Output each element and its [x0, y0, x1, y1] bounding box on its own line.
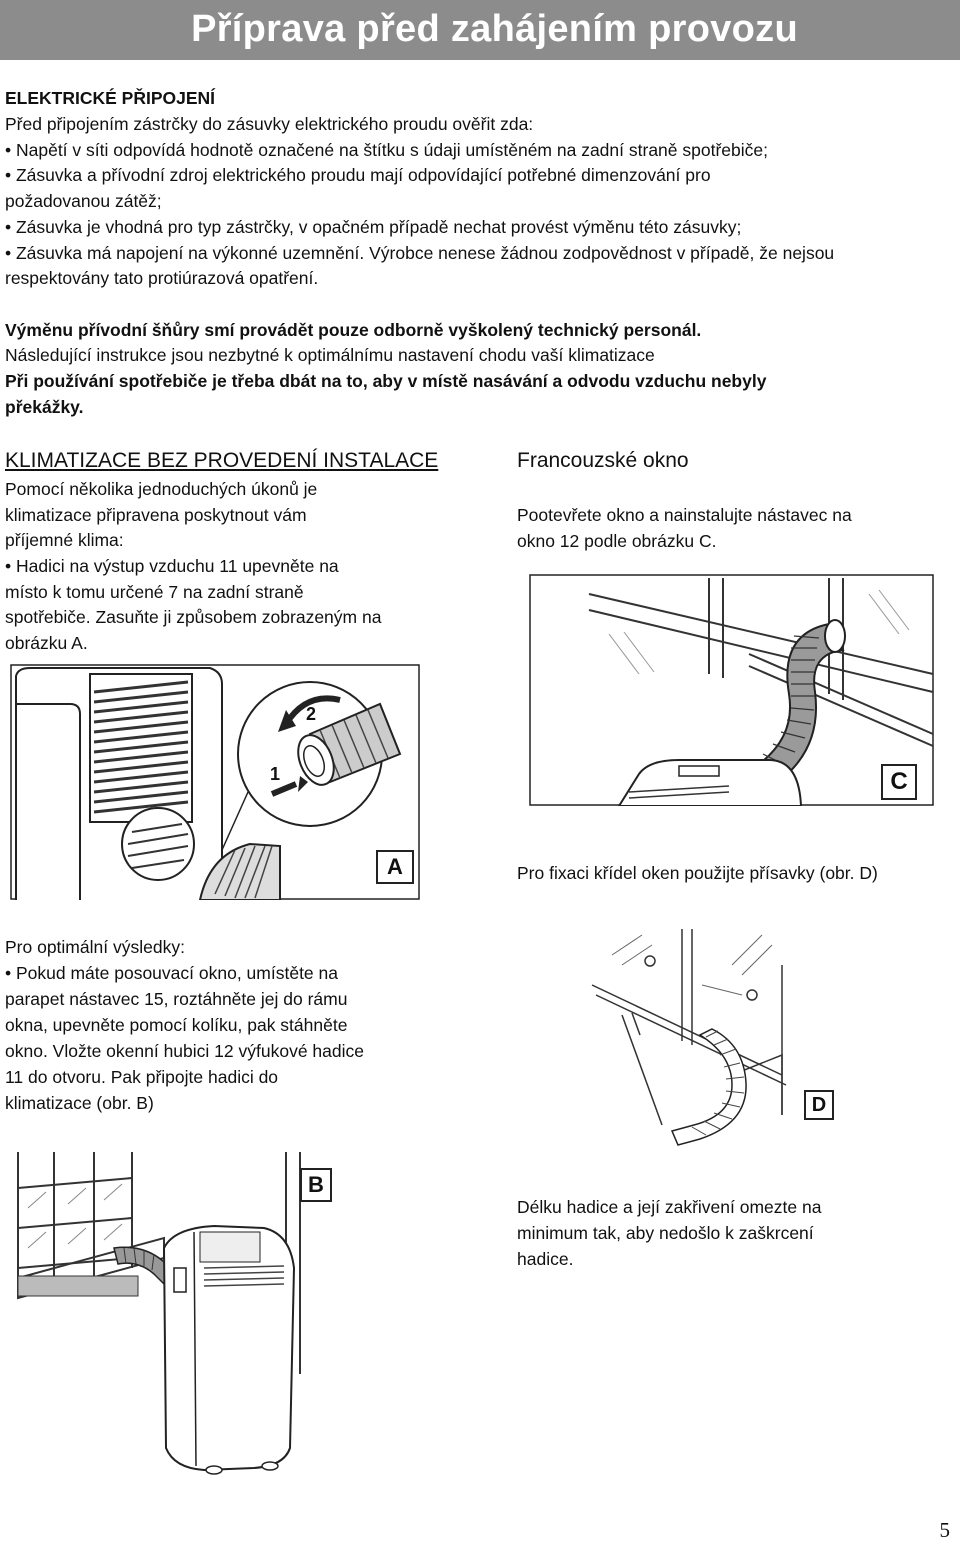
no-install-line-4: • Hadici na výstup vzduchu 11 upevněte n…	[5, 556, 339, 576]
electrical-bullet-3: • Zásuvka je vhodná pro typ zástrčky, v …	[5, 217, 742, 237]
figure-a-illustration	[10, 664, 420, 901]
instructions-note: Následující instrukce jsou nezbytné k op…	[5, 345, 655, 365]
hose-note-line-1: Délku hadice a její zakřivení omezte na	[517, 1197, 822, 1217]
french-window-title: Francouzské okno	[517, 449, 689, 472]
figure-b-label: B	[300, 1168, 332, 1202]
french-window-line-2: okno 12 podle obrázku C.	[517, 531, 717, 551]
suction-note: Pro fixaci křídel oken použijte přísavky…	[517, 863, 878, 883]
french-window-line-1: Pootevřete okno a nainstalujte nástavec …	[517, 505, 852, 525]
page-title: Příprava před zahájením provozu	[191, 8, 798, 50]
warning-note: Při používání spotřebiče je třeba dbát n…	[5, 371, 767, 391]
optimal-line-7: klimatizace (obr. B)	[5, 1093, 154, 1113]
figure-c-illustration	[529, 574, 934, 807]
optimal-line-6: 11 do otvoru. Pak připojte hadici do	[5, 1067, 279, 1087]
no-install-title: KLIMATIZACE BEZ PROVEDENÍ INSTALACE	[5, 449, 439, 472]
warning-note-cont: překážky.	[5, 397, 84, 417]
electrical-bullet-2-cont: požadovanou zátěž;	[5, 191, 162, 211]
figure-c: C	[529, 574, 934, 807]
optimal-line-2: • Pokud máte posouvací okno, umístěte na	[5, 963, 338, 983]
figure-b-illustration	[17, 1152, 301, 1475]
figure-a-label: A	[376, 850, 414, 884]
page-number: 5	[939, 1518, 951, 1542]
figure-d-label: D	[804, 1090, 834, 1120]
electrical-bullet-2: • Zásuvka a přívodní zdroj elektrického …	[5, 165, 711, 185]
optimal-line-5: okno. Vložte okenní hubici 12 výfukové h…	[5, 1041, 364, 1061]
figure-a: 2 1 A	[10, 664, 420, 901]
electrical-intro: Před připojením zástrčky do zásuvky elek…	[5, 114, 534, 134]
header-bar: Příprava před zahájením provozu	[0, 0, 960, 60]
no-install-line-2: klimatizace připravena poskytnout vám	[5, 505, 307, 525]
hose-note-line-2: minimum tak, aby nedošlo k zaškrcení	[517, 1223, 814, 1243]
no-install-line-1: Pomocí několika jednoduchých úkonů je	[5, 479, 318, 499]
optimal-line-4: okna, upevněte pomocí kolíku, pak stáhně…	[5, 1015, 348, 1035]
no-install-line-3: příjemné klima:	[5, 530, 124, 550]
hose-note-line-3: hadice.	[517, 1249, 574, 1269]
cord-note: Výměnu přívodní šňůry smí provádět pouze…	[5, 320, 702, 340]
figure-a-step-2: 2	[306, 704, 317, 724]
figure-d-illustration	[591, 929, 787, 1146]
figure-a-step-1: 1	[270, 764, 281, 784]
optimal-line-3: parapet nástavec 15, roztáhněte jej do r…	[5, 989, 348, 1009]
no-install-line-7: obrázku A.	[5, 633, 88, 653]
electrical-heading: ELEKTRICKÉ PŘIPOJENÍ	[5, 88, 216, 108]
figure-b: B	[14, 1148, 334, 1528]
no-install-line-6: spotřebiče. Zasuňte ji způsobem zobrazen…	[5, 607, 382, 627]
figure-c-label: C	[881, 764, 917, 800]
electrical-bullet-1: • Napětí v síti odpovídá hodnotě označen…	[5, 140, 768, 160]
electrical-bullet-4: • Zásuvka má napojení na výkonné uzemněn…	[5, 243, 835, 263]
no-install-line-5: místo k tomu určené 7 na zadní straně	[5, 582, 304, 602]
figure-d: D	[582, 925, 840, 1147]
optimal-line-1: Pro optimální výsledky:	[5, 937, 185, 957]
electrical-bullet-4-cont: respektovány tato protiúrazová opatření.	[5, 268, 319, 288]
